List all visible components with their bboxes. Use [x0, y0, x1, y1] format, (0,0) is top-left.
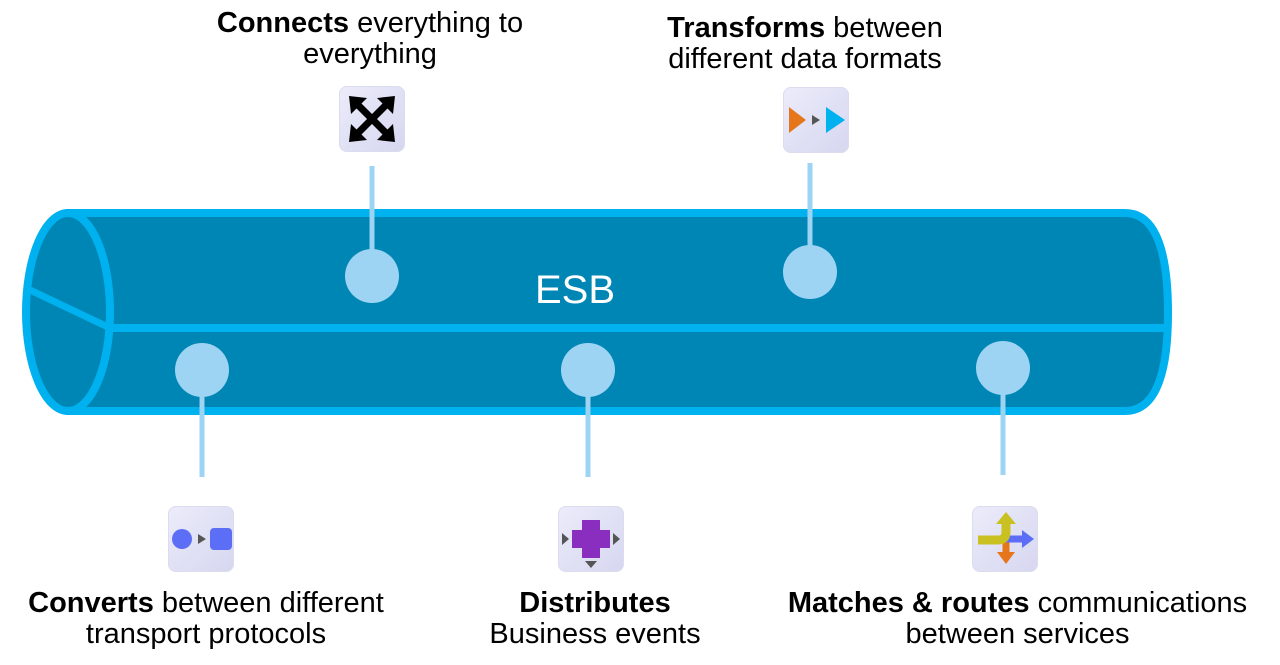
routing-arrows-icon — [978, 512, 1034, 564]
feature-line2-connects: everything — [303, 38, 437, 70]
feature-rest-matches: communications — [1029, 587, 1248, 619]
feature-label-transforms: Transforms between different data format… — [640, 13, 970, 75]
feature-bold-connects: Connects — [216, 7, 350, 39]
feature-label-matches: Matches & routes communications between … — [755, 588, 1280, 650]
distribute-cross-icon — [562, 520, 620, 568]
feature-bold-matches: Matches & routes — [787, 587, 1030, 619]
connector-dot-distributes — [561, 343, 615, 397]
feature-line2-converts: transport protocols — [85, 618, 327, 650]
connector-dot-connects — [345, 249, 399, 303]
icon-tile-matches — [972, 506, 1038, 572]
connector-dot-matches — [976, 341, 1030, 395]
icon-tile-converts — [168, 506, 234, 572]
feature-rest-connects: everything to — [349, 7, 524, 39]
feature-rest-transforms: between — [825, 12, 943, 44]
transform-arrows-icon — [789, 107, 845, 133]
feature-rest-converts: between different — [153, 587, 384, 619]
feature-line2-matches: between services — [905, 618, 1130, 650]
feature-bold-transforms: Transforms — [667, 12, 826, 44]
feature-line2-distributes: Business events — [489, 618, 701, 650]
connector-dot-converts — [175, 343, 229, 397]
feature-bold-distributes: Distributes — [519, 587, 671, 619]
icon-tile-distributes — [558, 506, 624, 572]
feature-bold-converts: Converts — [28, 587, 154, 619]
feature-label-connects: Connects everything to everything — [200, 8, 540, 70]
icon-tile-connects — [339, 86, 405, 152]
esb-title: ESB — [535, 268, 616, 312]
feature-line2-transforms: different data formats — [668, 43, 942, 75]
feature-label-converts: Converts between different transport pro… — [0, 588, 412, 650]
pipe-end-divider — [28, 286, 112, 332]
feature-label-distributes: Distributes Business events — [445, 588, 745, 650]
pipe-body — [66, 209, 1173, 415]
icon-tile-transforms — [783, 87, 849, 153]
pipe-left-end — [22, 209, 114, 415]
connector-dot-transforms — [783, 245, 837, 299]
arrows-cross-icon — [349, 96, 395, 142]
circle-to-square-icon — [172, 528, 232, 550]
